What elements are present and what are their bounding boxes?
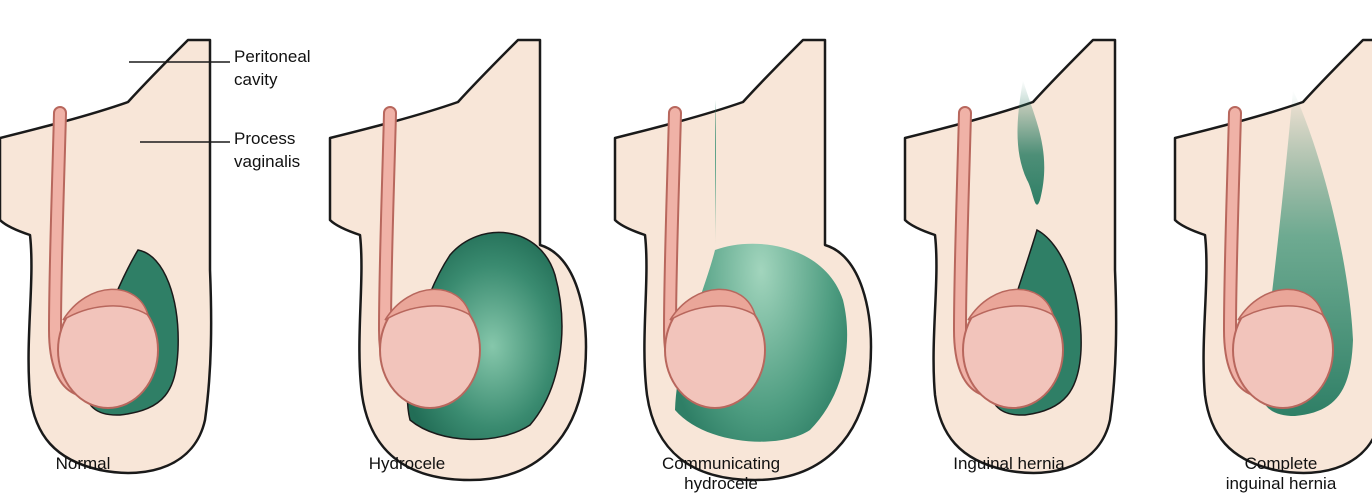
panel-hydrocele <box>328 38 588 482</box>
caption-inguinal-hernia: Inguinal hernia <box>953 454 1065 473</box>
panel-normal <box>0 38 213 475</box>
caption-communicating-hydrocele: Communicating hydrocele <box>661 454 781 493</box>
caption-hydrocele: Hydrocele <box>368 454 446 473</box>
epididymis <box>62 288 150 321</box>
peritoneal-cavity-label: Peritoneal cavity <box>234 47 311 89</box>
epididymis <box>384 288 472 321</box>
hernia-sac-upper <box>1017 80 1045 205</box>
panel-inguinal-hernia <box>903 38 1118 475</box>
panel-complete-inguinal-hernia <box>1173 38 1372 475</box>
panel-communicating-hydrocele <box>613 38 873 482</box>
epididymis <box>1237 288 1325 321</box>
epididymis <box>967 288 1055 321</box>
process-vaginalis-label: Process vaginalis <box>234 129 301 171</box>
callout-lines <box>129 61 230 143</box>
caption-normal: Normal <box>55 454 111 473</box>
caption-complete-inguinal-hernia: Complete inguinal hernia <box>1225 454 1337 493</box>
epididymis <box>669 288 757 321</box>
